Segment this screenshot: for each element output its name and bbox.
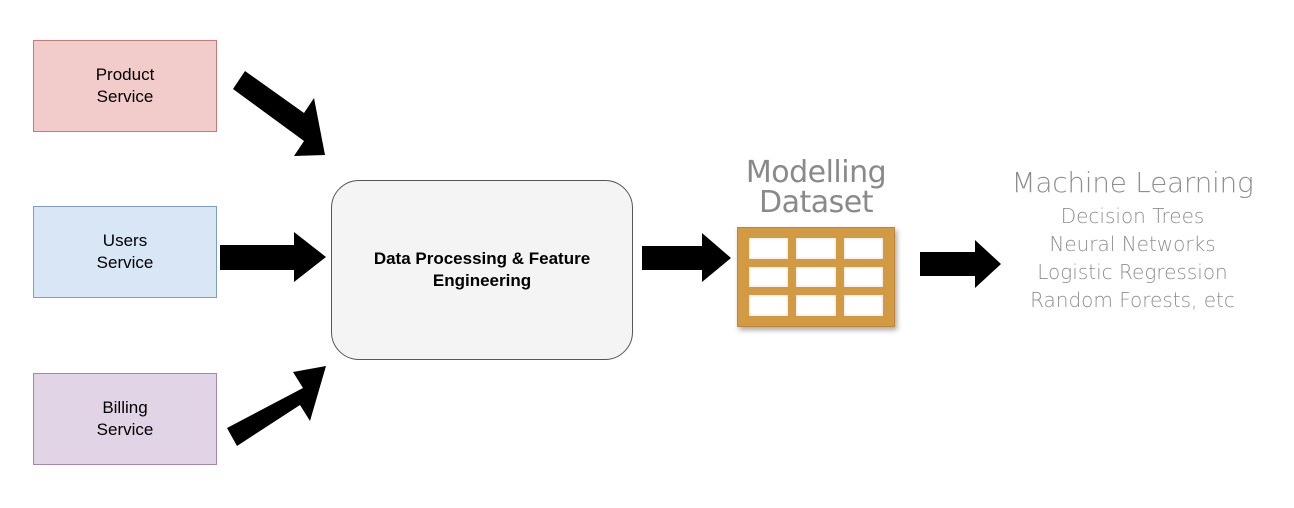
product-service-box: Product Service <box>33 40 217 132</box>
dataset-cell <box>749 266 789 288</box>
data-processing-box: Data Processing & Feature Engineering <box>331 180 633 360</box>
dataset-table-icon <box>737 227 895 327</box>
ml-item-decision-trees: Decision Trees <box>1060 204 1205 228</box>
billing-service-label-line2: Service <box>96 420 154 439</box>
machine-learning-list: Decision Trees Neural Networks Logistic … <box>985 202 1280 314</box>
arrow-billing-to-processing <box>227 366 326 446</box>
ml-item-logistic-regression: Logistic Regression <box>1037 260 1228 284</box>
data-processing-label-line2: Engineering <box>432 271 532 290</box>
ml-item-neural-networks: Neural Networks <box>1049 232 1216 256</box>
dataset-cell <box>843 266 883 288</box>
billing-service-label-line1: Billing <box>102 398 148 417</box>
dataset-cell <box>796 295 836 316</box>
users-service-box: Users Service <box>33 206 217 298</box>
machine-learning-title: Machine Learning <box>1011 166 1254 199</box>
dataset-cell <box>843 238 883 259</box>
ml-item-random-forests: Random Forests, etc <box>1030 288 1235 312</box>
data-processing-label-line1: Data Processing & Feature <box>373 249 591 268</box>
arrow-processing-to-dataset <box>642 233 731 282</box>
dataset-cell <box>796 266 836 288</box>
product-service-label-line1: Product <box>95 65 155 84</box>
modelling-dataset-title-line2: Dataset <box>759 185 873 220</box>
dataset-cell <box>843 295 883 316</box>
users-service-label-line2: Service <box>96 253 154 272</box>
arrow-dataset-to-ml <box>920 240 1001 288</box>
arrow-users-to-processing <box>220 232 326 282</box>
arrow-product-to-processing <box>233 71 325 156</box>
billing-service-box: Billing Service <box>33 373 217 465</box>
dataset-cell <box>749 295 789 316</box>
users-service-label-line1: Users <box>102 231 148 250</box>
product-service-label-line2: Service <box>96 87 154 106</box>
modelling-dataset-title-line1: Modelling <box>745 155 887 190</box>
modelling-dataset-title: Modelling Dataset <box>726 158 906 218</box>
dataset-cell <box>749 238 789 259</box>
dataset-cell <box>796 238 836 259</box>
